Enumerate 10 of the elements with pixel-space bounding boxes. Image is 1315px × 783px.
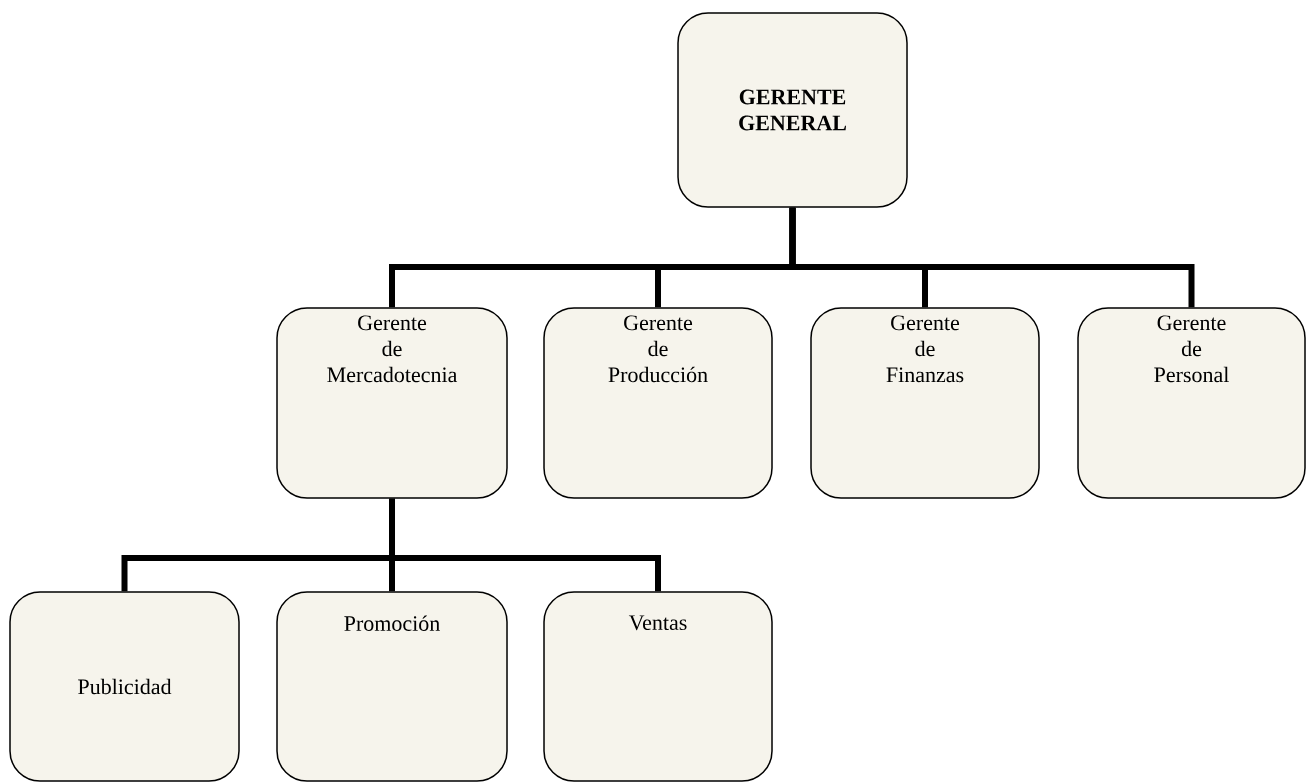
org-box: Gerente de Finanzas <box>810 307 1040 499</box>
org-box: Ventas <box>543 591 773 782</box>
org-box: GERENTE GENERAL <box>677 12 908 208</box>
connector-line <box>789 207 1195 308</box>
org-box: Publicidad <box>9 591 240 782</box>
org-box: Gerente de Producción <box>543 307 773 499</box>
org-box: Promoción <box>276 591 508 782</box>
connector-line <box>389 498 661 592</box>
org-box: Gerente de Personal <box>1077 307 1306 499</box>
org-box: Gerente de Mercadotecnia <box>276 307 508 499</box>
